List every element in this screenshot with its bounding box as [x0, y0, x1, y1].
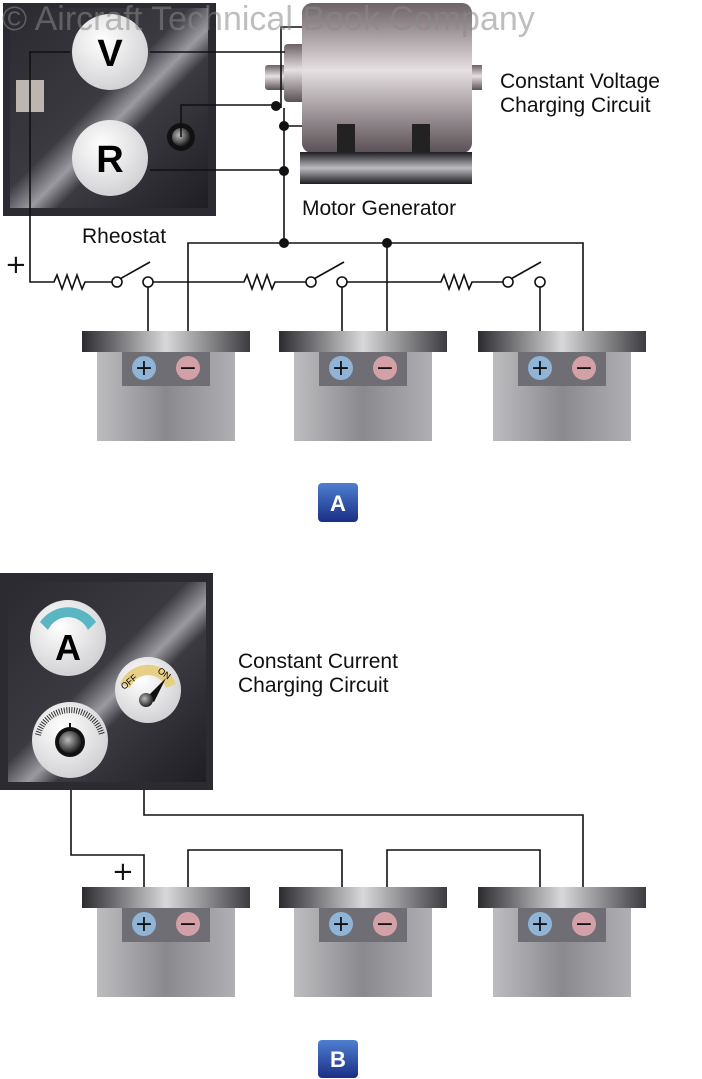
plus-sign-b: +	[112, 857, 134, 887]
battery: +−	[478, 331, 646, 441]
badge-b: B	[318, 1040, 358, 1078]
negative-terminal	[373, 912, 397, 936]
battery: +−	[279, 331, 447, 441]
battery: +−	[478, 887, 646, 997]
rheostat-label: Rheostat	[82, 225, 166, 248]
battery: +−	[279, 887, 447, 997]
negative-terminal	[176, 912, 200, 936]
negative-terminal	[572, 356, 596, 380]
rheostat-dial	[72, 120, 148, 196]
positive-terminal-sign: +	[332, 912, 350, 937]
positive-terminal	[132, 912, 156, 936]
title-a-line1: Constant Voltage	[500, 70, 660, 93]
watermark: © Aircraft Technical Book Company	[2, 0, 535, 38]
title-b-line1: Constant Current	[238, 650, 398, 673]
voltmeter	[72, 14, 148, 90]
battery: +−	[82, 331, 250, 441]
badge-b-label: B	[330, 1047, 346, 1072]
ammeter-scale	[40, 607, 96, 630]
motor-generator-label: Motor Generator	[302, 197, 456, 220]
battery-bank-b: +−+−+−	[82, 887, 646, 997]
battery: +−	[82, 887, 250, 997]
positive-terminal-sign: +	[332, 356, 350, 381]
positive-terminal-sign: +	[135, 356, 153, 381]
positive-terminal	[329, 356, 353, 380]
rheostat-dial-label: R	[96, 139, 123, 181]
voltmeter-label: V	[97, 33, 123, 75]
negative-terminal-sign: −	[575, 912, 593, 937]
ammeter-label: A	[55, 627, 81, 668]
title-b-line2: Charging Circuit	[238, 674, 389, 697]
negative-terminal-sign: −	[575, 356, 593, 381]
charger-panel: A OFF ON	[0, 573, 213, 790]
negative-terminal-sign: −	[179, 912, 197, 937]
battery-bank-a: +−+−+−	[82, 331, 646, 441]
junction-dots	[271, 101, 392, 248]
positive-terminal-sign: +	[531, 356, 549, 381]
negative-terminal	[373, 356, 397, 380]
motor-generator	[265, 3, 482, 184]
negative-terminal	[572, 912, 596, 936]
positive-terminal-sign: +	[135, 912, 153, 937]
negative-terminal-sign: −	[376, 356, 394, 381]
positive-terminal	[132, 356, 156, 380]
switch-contacts	[111, 276, 546, 288]
rheostat-panel: V R	[3, 3, 216, 216]
plus-sign-a: +	[5, 250, 27, 280]
negative-terminal-sign: −	[376, 912, 394, 937]
badge-a-label: A	[330, 491, 346, 516]
badge-a: A	[318, 483, 358, 522]
positive-terminal-sign: +	[531, 912, 549, 937]
positive-terminal	[329, 912, 353, 936]
positive-terminal	[528, 356, 552, 380]
negative-terminal-sign: −	[179, 356, 197, 381]
title-a-line2: Charging Circuit	[500, 94, 651, 117]
positive-terminal	[528, 912, 552, 936]
negative-terminal	[176, 356, 200, 380]
